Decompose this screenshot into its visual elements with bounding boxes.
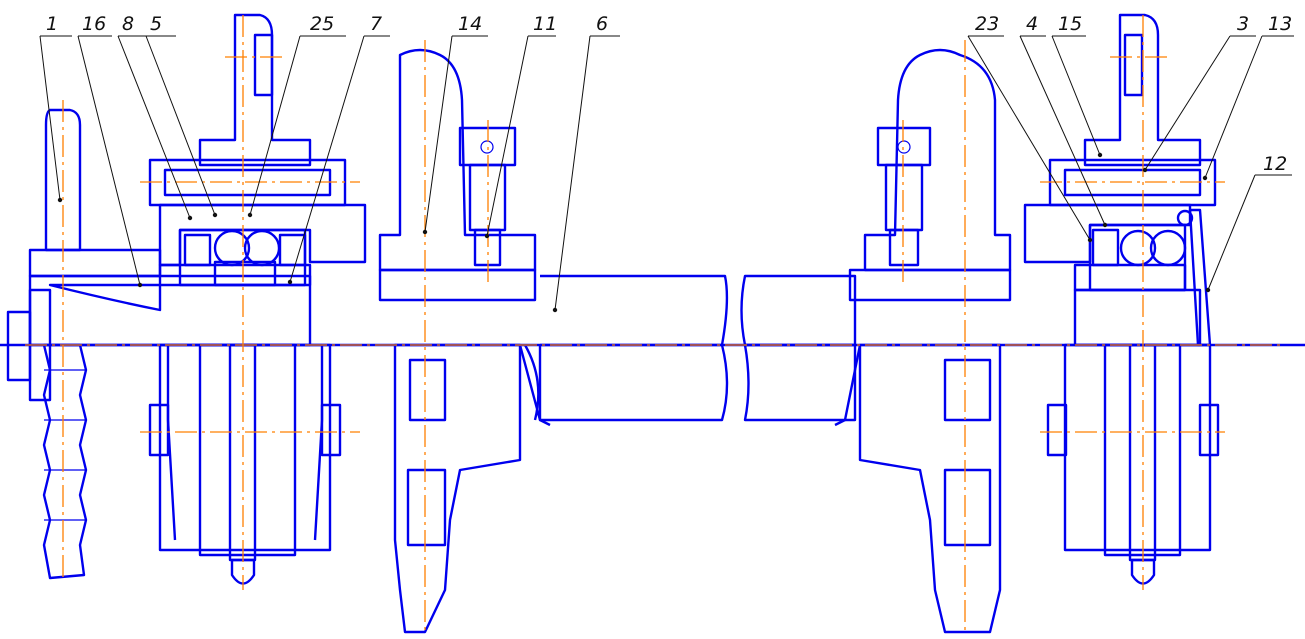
leader-dot: [552, 307, 558, 313]
leader-dot: [1142, 167, 1148, 173]
leader-dot: [287, 279, 293, 285]
part-label-7: 7: [370, 13, 382, 35]
part-label-15: 15: [1058, 13, 1082, 35]
center-lines: [25, 15, 1280, 635]
leader-lines: [39, 35, 1294, 313]
leader-line: [77, 35, 141, 286]
part-label-11: 11: [533, 13, 557, 35]
left-sprocket: [6, 108, 162, 580]
leader-line: [424, 35, 488, 233]
part-label-25: 25: [310, 13, 334, 35]
leader-dot: [247, 212, 253, 218]
part-label-4: 4: [1026, 13, 1038, 35]
leader-dot: [212, 212, 218, 218]
left-housing-lower: [148, 343, 342, 585]
part-label-14: 14: [458, 13, 482, 35]
leader-dot: [137, 282, 143, 288]
right-bearing-housing: [1023, 13, 1217, 347]
leader-line: [1019, 35, 1106, 226]
part-label-12: 12: [1263, 153, 1287, 175]
right-housing-lower: [1046, 288, 1220, 585]
right-crank-arm: [834, 48, 1012, 634]
leader-line: [554, 35, 620, 311]
leader-line: [39, 35, 72, 201]
leader-line: [1144, 35, 1256, 171]
leader-dot: [1097, 152, 1103, 158]
leader-dot: [187, 215, 193, 221]
part-label-3: 3: [1237, 13, 1249, 35]
part-label-13: 13: [1268, 13, 1292, 35]
leader-line: [967, 35, 1091, 241]
leader-line: [117, 35, 191, 219]
part-label-1: 1: [46, 13, 58, 35]
left-shaft-section: [28, 263, 312, 347]
part-label-23: 23: [975, 13, 999, 35]
leader-dot: [1087, 237, 1093, 243]
part-label-6: 6: [596, 13, 608, 35]
drawing-geometry: [0, 13, 1305, 635]
main-shaft: [0, 274, 1305, 422]
leader-line: [486, 35, 556, 237]
leader-line: [289, 35, 390, 283]
left-bearing-housing: [148, 13, 367, 287]
part-label-16: 16: [82, 13, 106, 35]
left-crank-arm: [378, 48, 551, 634]
leader-dot: [57, 197, 63, 203]
leader-dot: [484, 233, 490, 239]
leader-line: [1204, 35, 1294, 179]
leader-line: [1207, 174, 1292, 291]
part-label-5: 5: [150, 13, 162, 35]
leader-line: [145, 35, 216, 216]
part-labels: 1 16 8 5 25 7 14 11 6 23 4 15 3 13 12: [46, 13, 1292, 175]
leader-dot: [1202, 175, 1208, 181]
leader-line: [249, 35, 346, 216]
part-label-8: 8: [122, 13, 134, 35]
leader-dot: [422, 229, 428, 235]
leader-dot: [1102, 222, 1108, 228]
leader-dot: [1205, 287, 1211, 293]
leader-line: [1051, 35, 1101, 156]
